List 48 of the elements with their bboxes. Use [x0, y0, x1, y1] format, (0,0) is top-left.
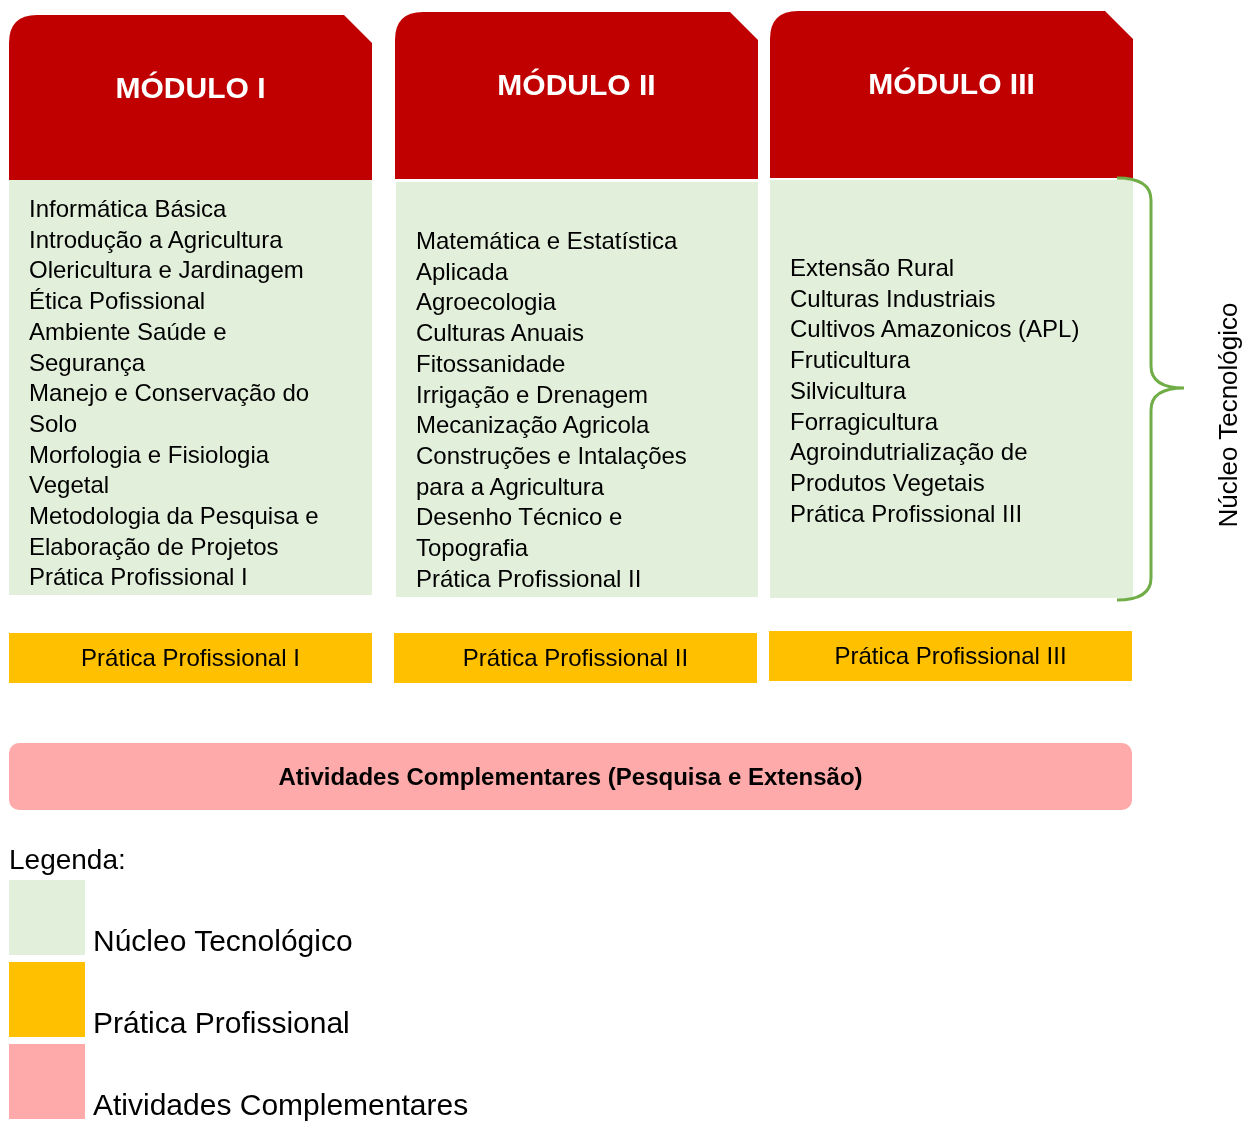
- subject-text: Forragicultura: [790, 406, 940, 437]
- subject-text: Prática Profissional III: [790, 498, 1024, 529]
- subject-text: Prática Profissional I: [29, 562, 249, 593]
- module-header: [770, 11, 1133, 178]
- subject-text: Extensão Rural: [790, 253, 956, 283]
- subject-text: Silvicultura: [790, 375, 908, 406]
- legend-text: Prática Profissional: [93, 1006, 350, 1040]
- module-title: MÓDULO I: [115, 70, 266, 106]
- subject-text: Morfologia e Fisiologia Vegetal: [29, 439, 271, 501]
- subject-list-panel: [396, 182, 758, 597]
- subject-text: Introdução a Agricultura: [29, 224, 284, 255]
- subject-text: Matemática e Estatística Aplicada: [416, 226, 679, 287]
- subject-text: Mecanização Agricola: [416, 410, 651, 441]
- practice-bar: [769, 631, 1132, 681]
- subject-text: Ambiente Saúde e Segurança: [29, 316, 228, 378]
- module-header: [395, 12, 758, 179]
- subject-text: Ética Pofissional: [29, 286, 207, 317]
- subject-text: Informática Básica: [29, 194, 228, 224]
- module-title: MÓDULO III: [868, 66, 1035, 102]
- practice-title: Prática Profissional II: [462, 644, 689, 672]
- subject-text: Desenho Técnico e Topografia: [416, 502, 624, 564]
- subject-text: Fitossanidade: [416, 348, 567, 379]
- subject-text: Culturas Industriais: [790, 283, 997, 314]
- practice-title: Prática Profissional III: [834, 642, 1067, 670]
- module-title: MÓDULO II: [497, 67, 656, 103]
- activities-title: Atividades Complementares (Pesquisa e Extensão): [278, 762, 863, 791]
- subject-text: Irrigação e Drenagem: [416, 379, 650, 410]
- practice-title: Prática Profissional I: [81, 644, 300, 672]
- subject-text: Prática Profissional II: [416, 563, 643, 594]
- subject-text: Culturas Anuais: [416, 318, 586, 349]
- practice-bar: [9, 633, 372, 683]
- legend-title: Legenda:: [9, 843, 126, 877]
- subject-text: Agroindutrialização de Produtos Vegetais: [790, 437, 1029, 498]
- module-header: [9, 15, 372, 180]
- subject-text: Construções e Intalações para a Agricultura: [416, 440, 688, 502]
- subject-list-panel: [9, 180, 372, 595]
- subject-text: Agroecologia: [416, 287, 558, 318]
- side-label: Núcleo Tecnológico: [1212, 302, 1244, 528]
- subject-list-panel: [770, 180, 1133, 598]
- practice-bar: [394, 633, 757, 683]
- subject-text: Manejo e Conservação do Solo: [29, 378, 311, 439]
- subject-text: Fruticultura: [790, 345, 912, 376]
- subject-text: Cultivos Amazonicos (APL): [790, 314, 1081, 345]
- legend-text: Atividades Complementares: [93, 1088, 469, 1122]
- legend-text: Núcleo Tecnológico: [93, 924, 353, 958]
- subject-text: Metodologia da Pesquisa e Elaboração de Projetos: [29, 501, 320, 562]
- activities-bar: [9, 743, 1132, 810]
- subject-text: Olericultura e Jardinagem: [29, 255, 305, 286]
